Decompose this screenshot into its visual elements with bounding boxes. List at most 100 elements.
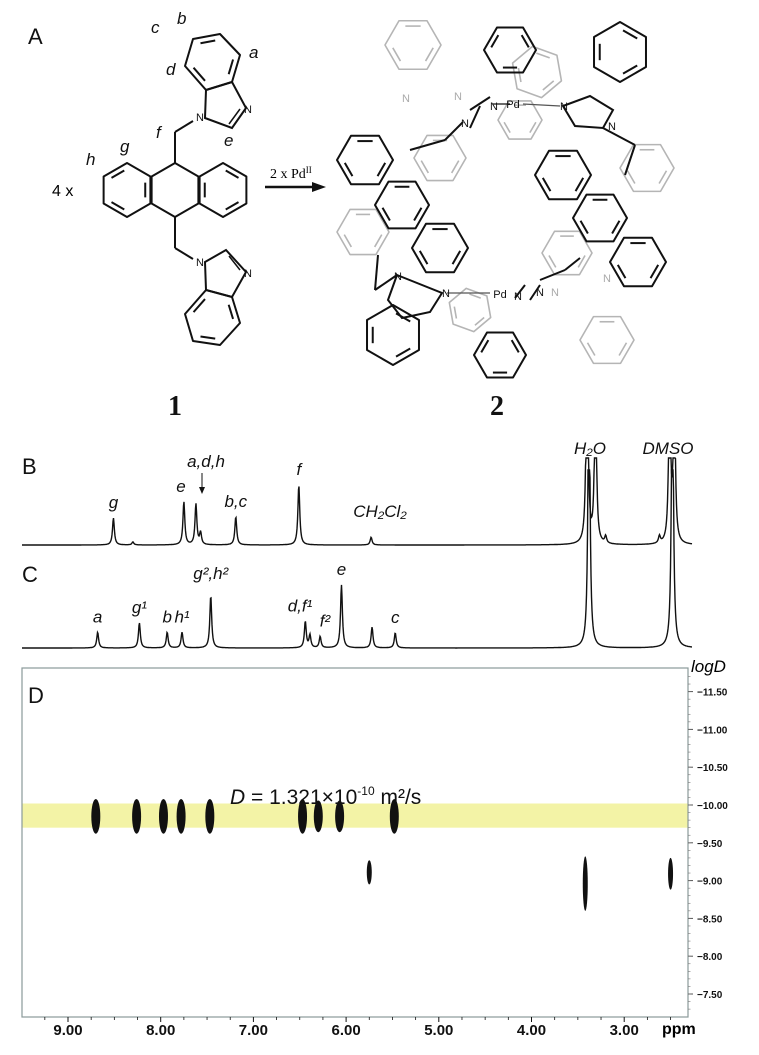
double-bond bbox=[225, 169, 240, 179]
proton-label-f: f bbox=[156, 123, 163, 142]
spectrum-b-peak-label: a,d,h bbox=[187, 452, 225, 471]
atom-label: N bbox=[196, 257, 204, 269]
panel-label-c: C bbox=[22, 562, 38, 587]
double-bond bbox=[503, 121, 511, 134]
gray-ring bbox=[413, 134, 467, 182]
black-ring bbox=[534, 149, 592, 201]
atom-label: Pd bbox=[506, 99, 519, 111]
atom-label: N bbox=[490, 101, 498, 113]
bond bbox=[174, 247, 194, 260]
dosy-spot bbox=[389, 798, 399, 834]
dosy-spot bbox=[335, 800, 345, 833]
imidazole-ring bbox=[561, 94, 615, 130]
x-tick-label: 7.00 bbox=[239, 1022, 268, 1039]
panel-label-a: A bbox=[28, 24, 43, 49]
bond bbox=[522, 103, 561, 107]
bond bbox=[228, 108, 241, 125]
y-axis-label: logD bbox=[691, 657, 726, 676]
gray-ring bbox=[448, 287, 492, 333]
dosy-spot bbox=[582, 856, 588, 911]
bond bbox=[228, 255, 241, 271]
black-ring bbox=[572, 193, 628, 243]
double-bond bbox=[548, 255, 557, 268]
double-bond bbox=[420, 160, 430, 174]
bond bbox=[624, 144, 636, 176]
double-bond bbox=[480, 339, 490, 353]
double-bond bbox=[611, 220, 621, 235]
double-bond bbox=[616, 264, 627, 279]
double-bond bbox=[110, 201, 125, 211]
black-ring bbox=[609, 236, 667, 288]
double-bond bbox=[658, 170, 668, 184]
atom-label: Pd bbox=[493, 289, 506, 301]
gray-ring bbox=[336, 208, 390, 256]
y-tick-label: −7.50 bbox=[697, 990, 723, 1001]
y-tick-label: −10.00 bbox=[697, 801, 728, 812]
bond bbox=[174, 120, 194, 133]
double-bond bbox=[418, 250, 429, 265]
double-bond bbox=[520, 34, 530, 48]
gray-ring bbox=[541, 230, 593, 276]
x-axis-label: ppm bbox=[662, 1021, 696, 1038]
benzene-ring bbox=[184, 33, 241, 91]
x-tick-label: 5.00 bbox=[424, 1022, 453, 1039]
proton-label-g: g bbox=[120, 137, 130, 156]
spectrum-c-peak-label: d,f¹ bbox=[288, 597, 313, 616]
atom-label: N bbox=[551, 287, 559, 299]
bond bbox=[514, 284, 526, 299]
atom-label: N bbox=[560, 101, 568, 113]
atom-label: N bbox=[514, 291, 522, 303]
atom-label: N bbox=[244, 268, 252, 280]
double-bond bbox=[649, 264, 660, 279]
spectrum-c-peak-label: g¹ bbox=[132, 598, 147, 617]
black-ring bbox=[593, 21, 647, 83]
imidazole-ring bbox=[203, 80, 248, 130]
dosy-spot bbox=[132, 798, 142, 834]
double-bond bbox=[451, 250, 462, 265]
double-bond bbox=[424, 47, 434, 62]
double-bond bbox=[395, 347, 411, 358]
bond bbox=[374, 274, 398, 291]
bond bbox=[539, 269, 566, 281]
compound-1-label: 1 bbox=[168, 391, 182, 422]
double-bond bbox=[381, 207, 391, 222]
dosy-spot bbox=[366, 860, 372, 885]
bond bbox=[444, 121, 464, 141]
gray-ring bbox=[511, 45, 563, 99]
double-bond bbox=[536, 52, 550, 59]
y-tick-label: −9.50 bbox=[697, 839, 723, 850]
proton-label-d: d bbox=[166, 60, 176, 79]
x-tick-label: 9.00 bbox=[53, 1022, 82, 1039]
atom-label: N bbox=[196, 112, 204, 124]
proton-label-c: c bbox=[151, 18, 160, 37]
proton-label-e: e bbox=[224, 131, 233, 150]
dosy-spot bbox=[298, 798, 308, 834]
spectrum-b-peak-label: CH₂Cl₂ bbox=[353, 502, 407, 521]
anthracene-ring bbox=[198, 162, 248, 218]
double-bond bbox=[227, 304, 235, 320]
bond bbox=[602, 127, 636, 146]
double-bond bbox=[192, 298, 206, 313]
bond bbox=[469, 105, 481, 129]
x-tick-label: 8.00 bbox=[146, 1022, 175, 1039]
double-bond bbox=[343, 162, 354, 177]
double-bond bbox=[541, 177, 552, 192]
spectrum-b-arrow bbox=[199, 473, 205, 494]
double-bond bbox=[200, 335, 216, 340]
compound-2-label: 2 bbox=[490, 391, 504, 422]
proton-label-b: b bbox=[177, 9, 186, 28]
double-bond bbox=[343, 234, 353, 248]
double-bond bbox=[373, 234, 383, 248]
double-bond bbox=[450, 160, 460, 174]
double-bond bbox=[490, 34, 500, 48]
reaction-arrow bbox=[265, 182, 326, 192]
dosy-spot bbox=[176, 798, 186, 834]
dosy-spot bbox=[158, 798, 168, 834]
double-bond bbox=[200, 39, 216, 45]
double-bond bbox=[577, 255, 586, 268]
imidazole-ring bbox=[386, 273, 444, 320]
y-tick-label: −8.00 bbox=[697, 952, 723, 963]
